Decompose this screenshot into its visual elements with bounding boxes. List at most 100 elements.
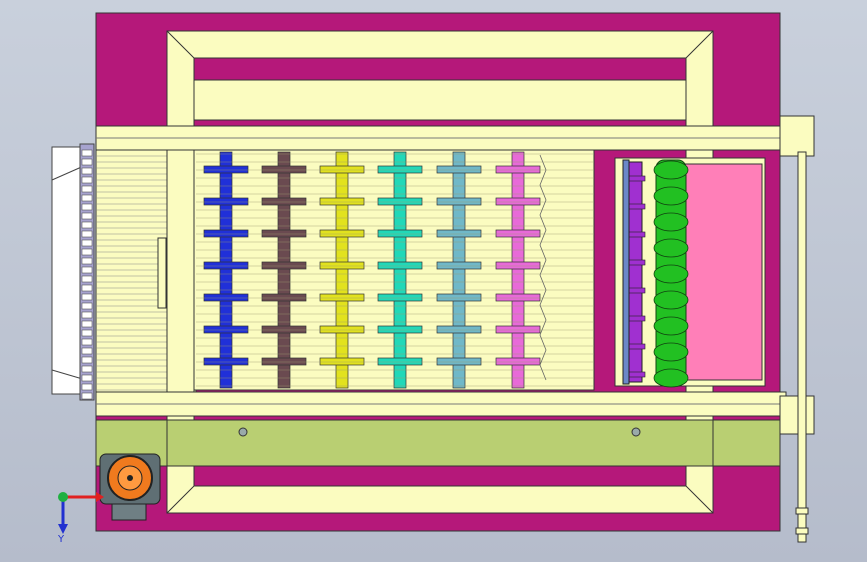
shaft-disc [261, 293, 307, 302]
hopper-slot [81, 338, 93, 346]
shaft-disc [203, 261, 249, 270]
shaft-disc [495, 325, 541, 334]
shaft-disc [261, 261, 307, 270]
left-hopper [51, 143, 95, 401]
shaft-disc [261, 357, 307, 366]
hopper-slot [81, 374, 93, 382]
shaft-disc [261, 325, 307, 334]
hopper-slot [81, 365, 93, 373]
hopper-slot [81, 257, 93, 265]
shaft-disc [203, 357, 249, 366]
hopper-slot [81, 185, 93, 193]
hopper-slot [81, 212, 93, 220]
shaft-disc [319, 293, 365, 302]
green-roller-lobe [653, 290, 689, 310]
shaft-disc [203, 325, 249, 334]
shaft [335, 151, 349, 389]
green-roller-lobe [653, 238, 689, 258]
drive-motor [99, 453, 161, 521]
hopper-slot [81, 311, 93, 319]
hopper-slot [81, 194, 93, 202]
shaft-disc [495, 229, 541, 238]
roller-section [614, 157, 766, 388]
green-roller-lobe [653, 316, 689, 336]
inner-bottom-strip [193, 465, 687, 487]
shaft [219, 151, 233, 389]
green-roller-lobe [653, 160, 689, 180]
guide-bars [95, 115, 815, 435]
hopper-slot [81, 239, 93, 247]
shaft-disc [319, 325, 365, 334]
shaft-disc [203, 229, 249, 238]
shaft-disc [377, 293, 423, 302]
inner-top-strip [193, 57, 687, 81]
shaft-disc [436, 261, 482, 270]
hopper-slot [81, 302, 93, 310]
hopper-slot [81, 347, 93, 355]
hopper-slot [81, 392, 93, 400]
hopper-slot [81, 383, 93, 391]
hopper-slot [81, 266, 93, 274]
hopper-slot [81, 293, 93, 301]
coordinate-triad: Y [57, 492, 104, 545]
shaft-disc [203, 165, 249, 174]
shaft-area [193, 149, 595, 391]
shaft-disc [319, 357, 365, 366]
hopper-slot [81, 356, 93, 364]
shaft-disc [436, 357, 482, 366]
shaft-disc [377, 357, 423, 366]
green-roller-lobe [653, 186, 689, 206]
shaft-disc [377, 325, 423, 334]
axis-y-label: Y [57, 534, 65, 545]
hopper-slot [81, 230, 93, 238]
shaft-disc [436, 325, 482, 334]
inner-top-cream [193, 79, 687, 121]
shaft-disc [436, 165, 482, 174]
shaft-disc [495, 357, 541, 366]
right-rod [795, 151, 809, 543]
hopper-slot [81, 203, 93, 211]
hopper-slot [81, 158, 93, 166]
shaft-disc [203, 197, 249, 206]
hopper-slot [81, 221, 93, 229]
shaft [452, 151, 466, 389]
hopper-slot [81, 320, 93, 328]
shaft-disc [319, 197, 365, 206]
shaft-disc [261, 229, 307, 238]
shaft [277, 151, 291, 389]
shaft-disc [319, 229, 365, 238]
shaft-disc [319, 165, 365, 174]
blue-roller [622, 159, 630, 385]
shaft-disc [261, 197, 307, 206]
green-roller-lobe [653, 212, 689, 232]
shaft-disc [261, 165, 307, 174]
hopper-slot [81, 275, 93, 283]
hopper-slot [81, 248, 93, 256]
shaft-disc [436, 229, 482, 238]
hopper-slot [81, 284, 93, 292]
shaft-disc [377, 165, 423, 174]
hopper-slot [81, 329, 93, 337]
shaft [511, 151, 525, 389]
hopper-slot [81, 149, 93, 157]
green-roller-lobe [653, 368, 689, 388]
shaft-disc [319, 261, 365, 270]
shaft-disc [436, 197, 482, 206]
hopper-slot [81, 176, 93, 184]
hopper-slot [81, 167, 93, 175]
green-roller-lobe [653, 342, 689, 362]
green-roller-lobe [653, 264, 689, 284]
shaft-disc [203, 293, 249, 302]
shaft-disc [436, 293, 482, 302]
shaft-disc [377, 197, 423, 206]
shaft-disc [495, 261, 541, 270]
base-band [95, 419, 781, 467]
shaft [393, 151, 407, 389]
shaft-disc [377, 229, 423, 238]
shaft-disc [495, 293, 541, 302]
shaft-disc [377, 261, 423, 270]
shaft-disc [495, 197, 541, 206]
shaft-disc [495, 165, 541, 174]
